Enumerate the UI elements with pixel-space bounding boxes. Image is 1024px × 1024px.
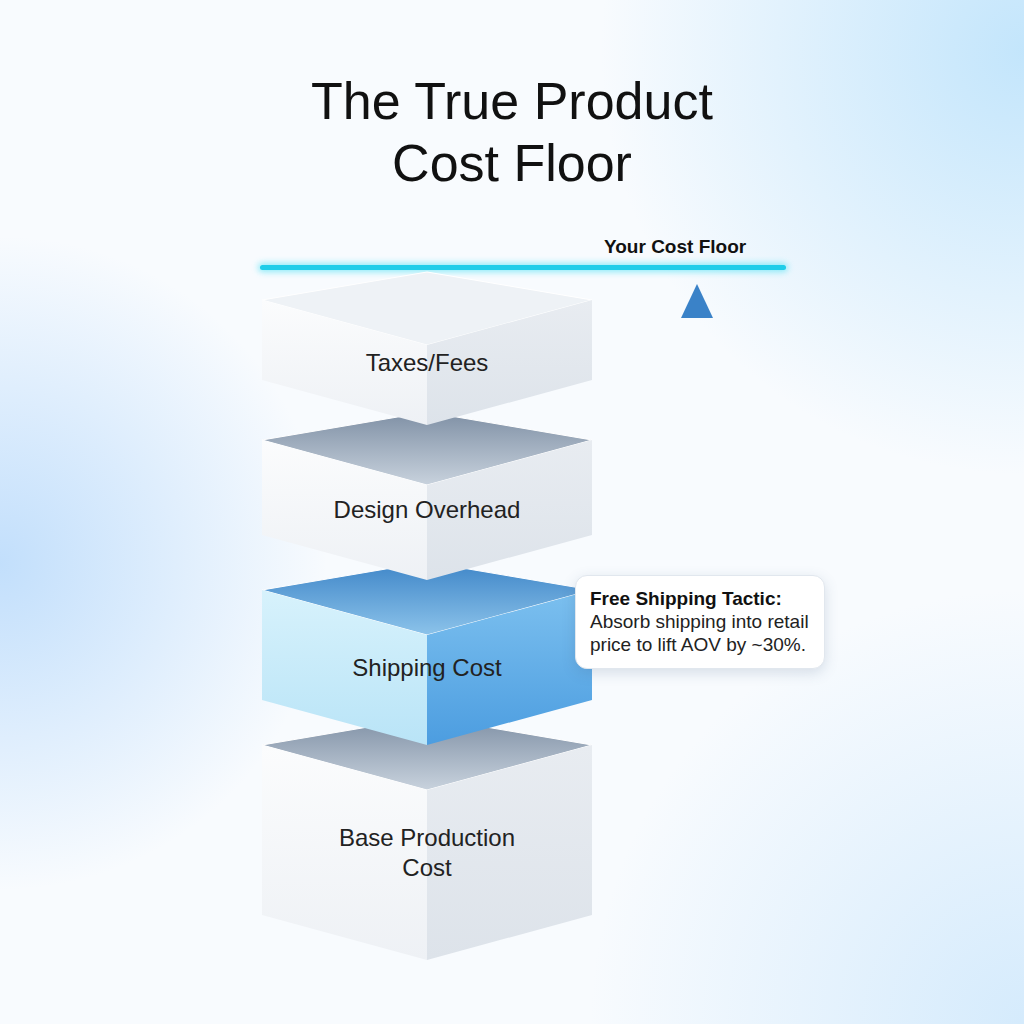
block-label: Design Overhead [334,495,521,525]
cost-floor-label: Your Cost Floor [604,236,746,258]
callout-box: Free Shipping Tactic:Absorb shipping int… [575,575,825,669]
cost-block: Design Overhead [262,440,592,580]
block-left-face [262,745,427,960]
callout-body: Absorb shipping into retail price to lif… [590,611,810,657]
block-face: Base Production Cost [262,745,592,960]
callout-heading: Free Shipping Tactic: [590,588,810,611]
block-label: Base Production Cost [317,823,537,883]
block-right-face [427,745,592,960]
block-label: Shipping Cost [352,653,501,683]
highlight-cost-block: Shipping Cost [262,590,592,745]
block-shape [262,745,592,960]
cost-block: Base Production Cost [262,745,592,960]
block-face: Design Overhead [262,440,592,580]
rise-arrow-head [681,284,713,318]
block-face: Taxes/Fees [262,300,592,425]
block-label: Taxes/Fees [366,348,489,378]
cost-floor-glow [258,263,788,272]
cost-block: Taxes/Fees [262,300,592,425]
block-face: Shipping Cost [262,590,592,745]
diagram-title: The True Product Cost Floor [262,70,762,195]
cost-floor-line [260,265,786,270]
